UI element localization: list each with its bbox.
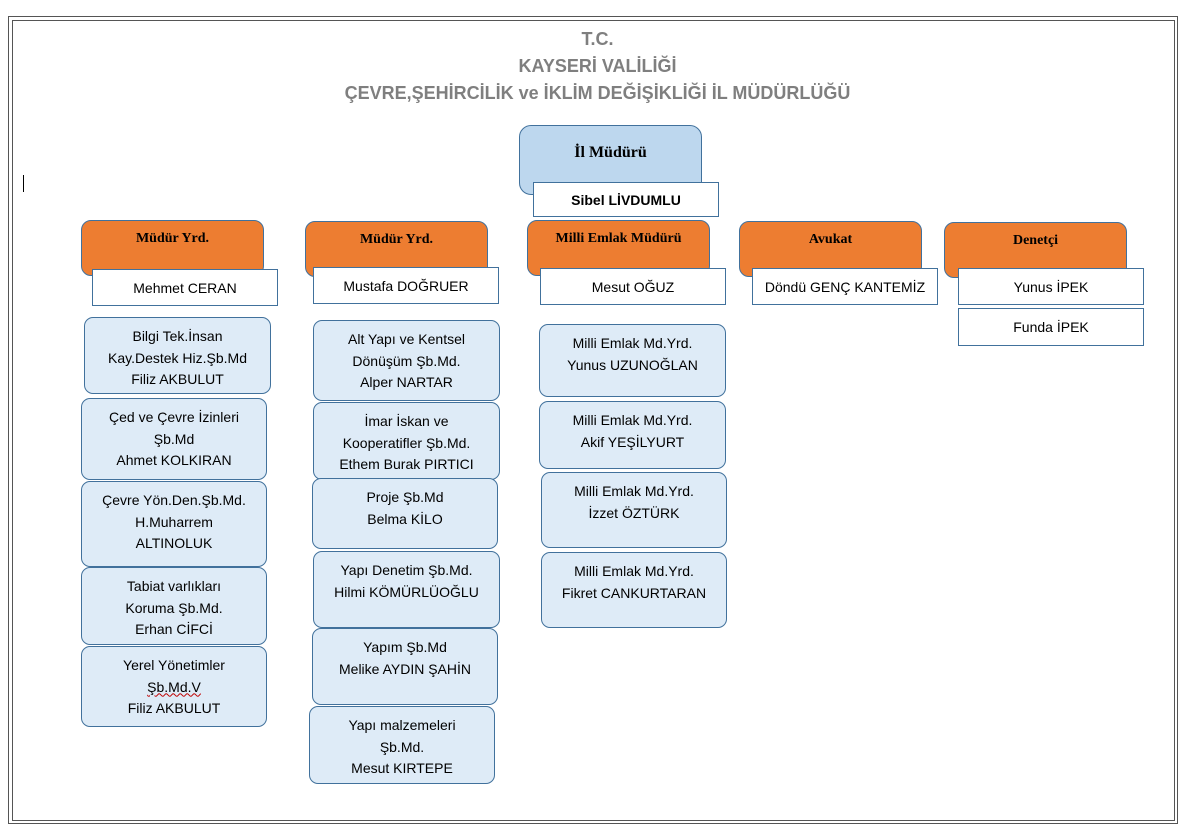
unit-box: Milli Emlak Md.Yrd. Fikret CANKURTARAN (541, 552, 727, 628)
unit-line: Erhan CİFCİ (135, 621, 213, 637)
unit-box: Bilgi Tek.İnsan Kay.Destek Hiz.Şb.Md Fil… (84, 317, 271, 394)
unit-line: ALTINOLUK (135, 535, 213, 551)
unit-line: Çevre Yön.Den.Şb.Md. (102, 492, 246, 508)
header-line-1: T.C. (581, 29, 614, 49)
unit-box: Tabiat varlıkları Koruma Şb.Md. Erhan Cİ… (81, 567, 267, 645)
unit-box: Yapım Şb.Md Melike AYDIN ŞAHİN (312, 628, 498, 705)
deputy-director-1-name: Mehmet CERAN (92, 269, 278, 306)
deputy-director-1-title: Müdür Yrd. (135, 231, 210, 246)
unit-line: Milli Emlak Md.Yrd. (572, 335, 693, 351)
unit-line: Melike AYDIN ŞAHİN (339, 660, 471, 677)
unit-line: Ahmet KOLKIRAN (116, 452, 232, 468)
lawyer-name: Döndü GENÇ KANTEMİZ (752, 268, 938, 305)
unit-line: Ethem Burak PIRTICI (339, 456, 474, 472)
unit-line: Şb.Md.V (147, 678, 201, 695)
unit-line: Tabiat varlıkları (126, 578, 222, 594)
unit-line: Akif YEŞİLYURT (580, 433, 685, 450)
unit-box: Yapı Denetim Şb.Md. Hilmi KÖMÜRLÜOĞLU (313, 551, 500, 628)
auditor-name-1: Yunus İPEK (958, 268, 1144, 305)
unit-line: Yapım Şb.Md (363, 639, 447, 655)
unit-box: Yapı malzemeleri Şb.Md. Mesut KIRTEPE (309, 706, 495, 784)
unit-box: Milli Emlak Md.Yrd. Yunus UZUNOĞLAN (539, 324, 726, 397)
unit-box: Yerel Yönetimler Şb.Md.V Filiz AKBULUT (81, 646, 267, 727)
unit-line: Yapı malzemeleri (348, 717, 456, 733)
director-title: İl Müdürü (574, 144, 647, 161)
unit-line: Yerel Yönetimler (123, 657, 225, 673)
page-frame-inner (12, 20, 1175, 821)
national-estate-director-title: Milli Emlak Müdürü (555, 231, 682, 246)
lawyer-title: Avukat (808, 232, 853, 247)
unit-box: Milli Emlak Md.Yrd. Akif YEŞİLYURT (539, 401, 726, 469)
unit-line: İmar İskan ve (364, 413, 449, 429)
unit-box: Çed ve Çevre İzinleri Şb.Md Ahmet KOLKIR… (81, 398, 267, 480)
header-line-2: KAYSERİ VALİLİĞİ (518, 56, 677, 76)
unit-line: H.Muharrem (135, 513, 213, 530)
page-frame-outer (8, 16, 1178, 824)
unit-line: Bilgi Tek.İnsan (132, 328, 223, 344)
unit-line: Kooperatifler Şb.Md. (342, 434, 471, 451)
unit-line: İzzet ÖZTÜRK (588, 504, 680, 521)
national-estate-director-name: Mesut OĞUZ (540, 268, 726, 305)
deputy-director-1-box: Müdür Yrd. (81, 220, 264, 276)
unit-line: Belma KİLO (367, 510, 443, 527)
unit-line: Çed ve Çevre İzinleri (109, 409, 239, 425)
deputy-director-2-name: Mustafa DOĞRUER (313, 267, 499, 304)
unit-line: Alper NARTAR (360, 374, 453, 390)
unit-line: Şb.Md (153, 430, 195, 447)
unit-line: Alt Yapı ve Kentsel (348, 331, 465, 347)
unit-line: Kay.Destek Hiz.Şb.Md (107, 349, 247, 366)
unit-line: Milli Emlak Md.Yrd. (572, 412, 693, 428)
unit-line: Milli Emlak Md.Yrd. (574, 563, 694, 579)
unit-line: Yapı Denetim Şb.Md. (340, 562, 473, 578)
unit-line: Filiz AKBULUT (131, 371, 224, 387)
header-line-3: ÇEVRE,ŞEHİRCİLİK ve İKLİM DEĞİŞİKLİĞİ İL… (344, 83, 851, 103)
unit-box: İmar İskan ve Kooperatifler Şb.Md. Ethem… (313, 402, 500, 480)
unit-line: Dönüşüm Şb.Md. (352, 352, 461, 369)
unit-box: Milli Emlak Md.Yrd. İzzet ÖZTÜRK (541, 472, 727, 548)
unit-box: Alt Yapı ve Kentsel Dönüşüm Şb.Md. Alper… (313, 320, 500, 401)
unit-line: Hilmi KÖMÜRLÜOĞLU (334, 583, 479, 600)
unit-line: Filiz AKBULUT (127, 700, 221, 716)
unit-box: Proje Şb.Md Belma KİLO (312, 478, 498, 549)
auditor-name-2: Funda İPEK (958, 308, 1144, 346)
national-estate-director-box: Milli Emlak Müdürü (527, 220, 710, 276)
unit-line: Koruma Şb.Md. (125, 599, 223, 616)
unit-line: Milli Emlak Md.Yrd. (574, 483, 694, 499)
unit-line: Fikret CANKURTARAN (561, 584, 707, 601)
auditor-title: Denetçi (1012, 233, 1059, 248)
unit-line: Proje Şb.Md (366, 489, 444, 505)
unit-box: Çevre Yön.Den.Şb.Md. H.Muharrem ALTINOLU… (81, 481, 267, 567)
unit-line: Mesut KIRTEPE (351, 760, 453, 776)
text-cursor (23, 175, 24, 192)
unit-line: Yunus UZUNOĞLAN (567, 356, 698, 373)
director-name-box: Sibel LİVDUMLU (533, 182, 719, 217)
unit-line: Şb.Md. (379, 738, 425, 755)
deputy-director-2-title: Müdür Yrd. (359, 232, 434, 247)
